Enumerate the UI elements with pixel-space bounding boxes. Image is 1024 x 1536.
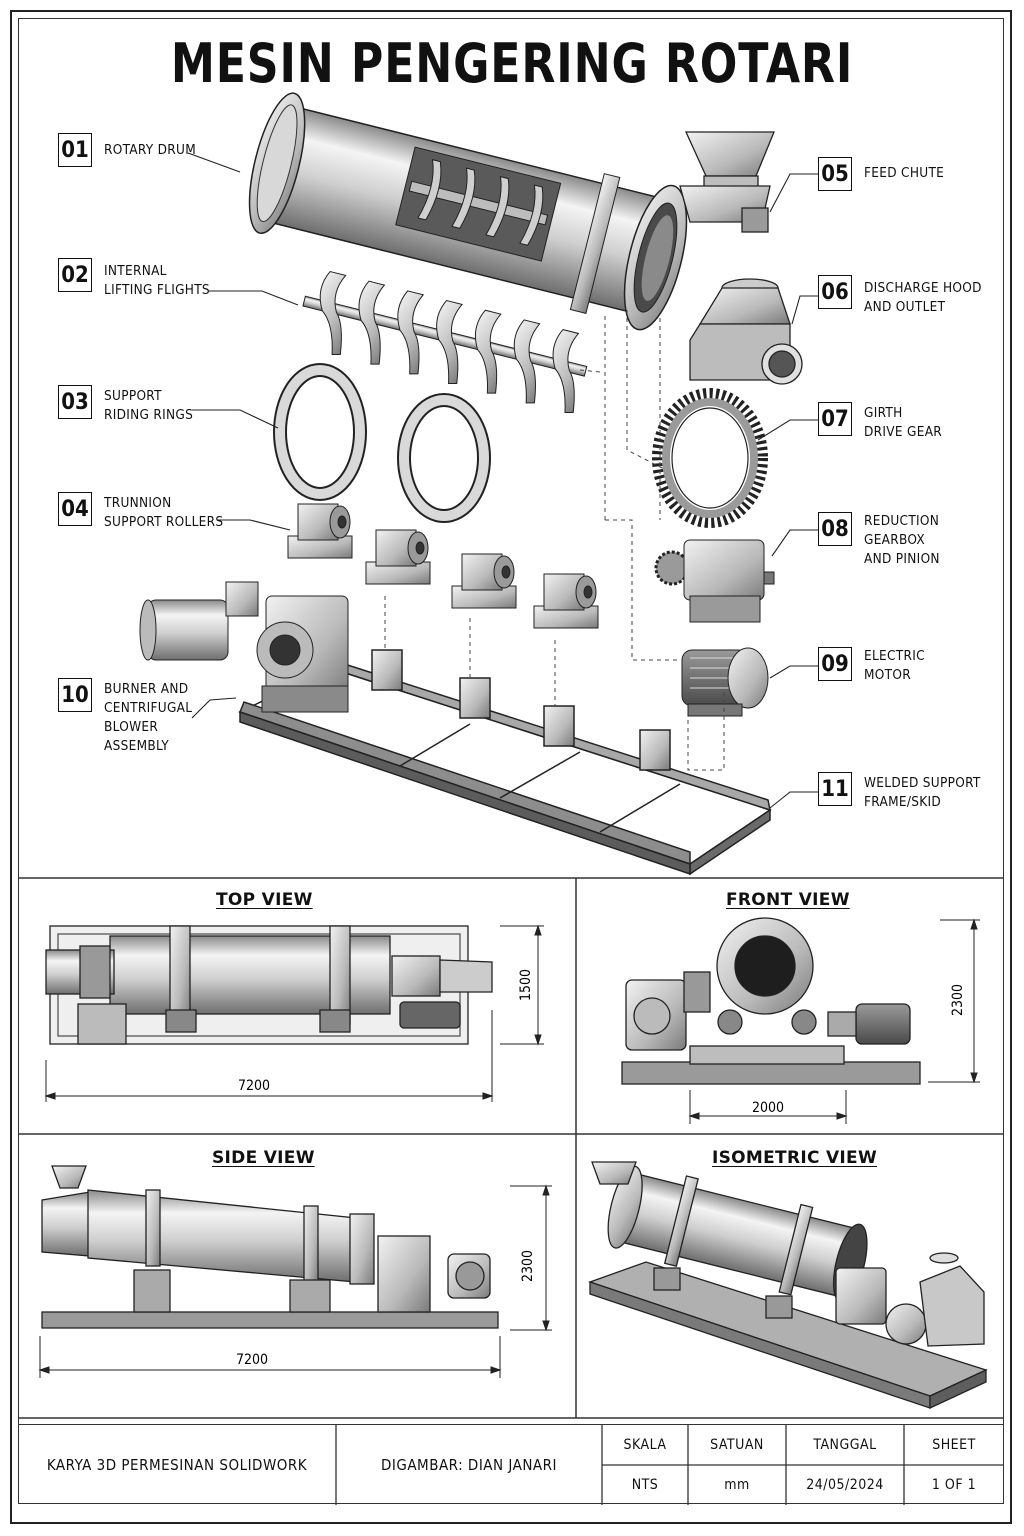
electric-motor-drawing: [681, 647, 769, 717]
callout-discharge-hood: 06 DISCHARGE HOOD AND OUTLET: [818, 275, 982, 317]
title-block-grid: [335, 1425, 1004, 1505]
callout-label: GIRTH DRIVE GEAR: [864, 405, 943, 440]
drawing-frame: [18, 18, 1004, 1504]
unit-value: mm: [724, 1477, 750, 1493]
front-view-title: FRONT VIEW: [726, 890, 850, 910]
assembly-guide-lines: [384, 310, 725, 771]
callout-label: REDUCTION GEARBOX AND PINION: [864, 513, 940, 567]
callout-rotary-drum: 01 ROTARY DRUM: [58, 133, 196, 167]
callout-electric-motor: 09 ELECTRIC MOTOR: [818, 647, 925, 685]
side-view-length-dimension: 7200: [236, 1352, 268, 1368]
callout-trunnion-support-rollers: 04 TRUNNION SUPPORT ROLLERS: [58, 492, 223, 532]
callout-number: 10: [58, 678, 92, 712]
drawing-title: MESIN PENGERING ROTARI: [170, 32, 854, 95]
project-name: KARYA 3D PERMESINAN SOLIDWORK: [46, 1456, 308, 1474]
callout-label: FEED CHUTE: [864, 165, 945, 181]
callout-label: ROTARY DRUM: [104, 142, 196, 158]
callout-number: 11: [818, 772, 852, 806]
sheet-header: SHEET: [932, 1437, 976, 1453]
date-value: 24/05/2024: [806, 1477, 884, 1493]
feed-chute-drawing: [679, 131, 775, 233]
callout-burner-blower: 10 BURNER AND CENTRIFUGAL BLOWER ASSEMBL…: [58, 678, 192, 756]
callout-label: SUPPORT RIDING RINGS: [104, 388, 194, 423]
isometric-view-title: ISOMETRIC VIEW: [712, 1148, 878, 1168]
leader-lines: [187, 152, 818, 809]
callout-number: 05: [818, 157, 852, 191]
top-view-title: TOP VIEW: [216, 890, 313, 910]
callout-support-riding-rings: 03 SUPPORT RIDING RINGS: [58, 385, 193, 425]
callout-label: TRUNNION SUPPORT ROLLERS: [104, 495, 224, 530]
drawn-by: DIGAMBAR: DIAN JANARI: [380, 1456, 558, 1474]
callout-number: 07: [818, 402, 852, 436]
discharge-hood-drawing: [689, 278, 803, 385]
callout-number: 03: [58, 385, 92, 419]
callout-number: 02: [58, 258, 92, 292]
callout-number: 08: [818, 512, 852, 546]
scale-value: NTS: [631, 1477, 659, 1493]
top-view-width-dimension: 1500: [518, 969, 534, 1001]
callout-feed-chute: 05 FEED CHUTE: [818, 157, 944, 191]
support-frame-drawing: [238, 649, 772, 876]
rotary-drum-drawing: [248, 92, 688, 331]
callout-number: 09: [818, 647, 852, 681]
burner-blower-drawing: [139, 581, 349, 713]
side-view-height-dimension: 2300: [520, 1250, 536, 1282]
riding-rings-drawing: [273, 363, 491, 523]
unit-header: SATUAN: [710, 1437, 764, 1453]
callout-internal-lifting-flights: 02 INTERNAL LIFTING FLIGHTS: [58, 258, 210, 300]
callout-number: 04: [58, 492, 92, 526]
front-view-height-dimension: 2300: [950, 984, 966, 1016]
gearbox-drawing: [654, 539, 775, 623]
callout-label: WELDED SUPPORT FRAME/SKID: [864, 775, 981, 810]
callout-number: 06: [818, 275, 852, 309]
date-header: TANGGAL: [813, 1437, 877, 1453]
scale-header: SKALA: [623, 1437, 667, 1453]
callout-label: ELECTRIC MOTOR: [864, 648, 925, 683]
top-view-length-dimension: 7200: [238, 1078, 270, 1094]
callout-number: 01: [58, 133, 92, 167]
exploded-view: [139, 92, 818, 876]
sheet-value: 1 OF 1: [931, 1477, 977, 1493]
callout-label: INTERNAL LIFTING FLIGHTS: [104, 263, 210, 298]
front-view-width-dimension: 2000: [752, 1100, 784, 1116]
lifting-flights-drawing: [302, 270, 588, 414]
callout-girth-drive-gear: 07 GIRTH DRIVE GEAR: [818, 402, 942, 442]
title-block: KARYA 3D PERMESINAN SOLIDWORK DIGAMBAR: …: [18, 1424, 1004, 1505]
trunnion-rollers-drawing: [287, 503, 599, 629]
drawing-sheet-border: [10, 10, 1012, 1524]
callout-label: BURNER AND CENTRIFUGAL BLOWER ASSEMBLY: [104, 681, 193, 754]
callout-welded-support-frame: 11 WELDED SUPPORT FRAME/SKID: [818, 772, 981, 812]
callout-reduction-gearbox: 08 REDUCTION GEARBOX AND PINION: [818, 512, 940, 569]
side-view-title: SIDE VIEW: [212, 1148, 315, 1168]
callout-label: DISCHARGE HOOD AND OUTLET: [864, 280, 982, 315]
